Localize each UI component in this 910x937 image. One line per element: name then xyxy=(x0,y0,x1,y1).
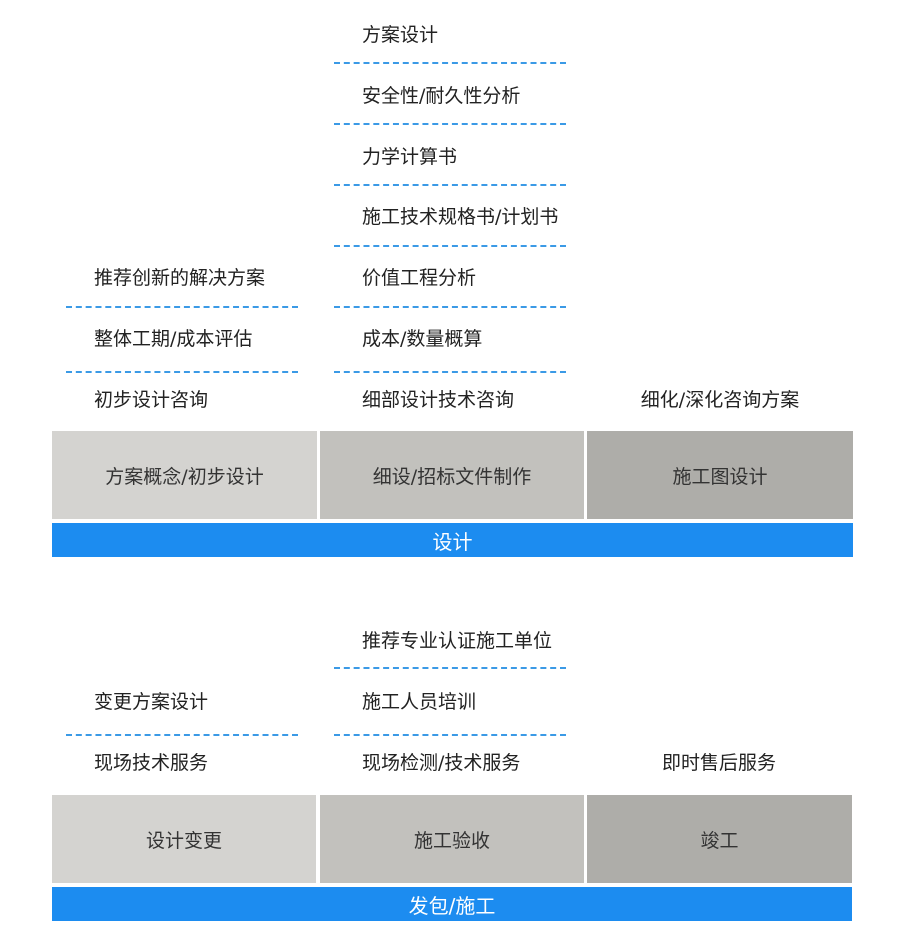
dashed-divider xyxy=(334,306,566,308)
phase-box: 施工图设计 xyxy=(587,431,853,519)
construction-service-item: 现场检测/技术服务 xyxy=(362,752,521,774)
design-service-item: 推荐创新的解决方案 xyxy=(94,267,266,289)
construction-service-item: 现场技术服务 xyxy=(94,752,209,774)
construction-service-item: 即时售后服务 xyxy=(661,752,776,774)
design-service-item: 力学计算书 xyxy=(362,146,458,168)
construction-service-item: 推荐专业认证施工单位 xyxy=(362,630,553,652)
phase-box: 施工验收 xyxy=(320,795,584,883)
design-service-item: 初步设计咨询 xyxy=(94,389,209,411)
design-service-item: 成本/数量概算 xyxy=(362,328,483,350)
dashed-divider xyxy=(66,306,298,308)
design-service-item: 施工技术规格书/计划书 xyxy=(362,206,559,228)
phase-box: 竣工 xyxy=(587,795,852,883)
design-service-item: 细化/深化咨询方案 xyxy=(640,389,800,411)
dashed-divider xyxy=(66,734,298,736)
design-service-item: 安全性/耐久性分析 xyxy=(362,85,521,107)
dashed-divider xyxy=(334,123,566,125)
dashed-divider xyxy=(66,371,298,373)
phase-box: 方案概念/初步设计 xyxy=(52,431,317,519)
stage-bar-design: 设计 xyxy=(52,521,853,557)
dashed-divider xyxy=(334,184,566,186)
dashed-divider xyxy=(334,245,566,247)
phase-box: 设计变更 xyxy=(52,795,316,883)
stage-bar-construction: 发包/施工 xyxy=(52,885,852,921)
design-service-item: 细部设计技术咨询 xyxy=(362,389,515,411)
design-service-item: 方案设计 xyxy=(362,24,439,46)
design-service-item: 价值工程分析 xyxy=(362,267,477,289)
dashed-divider xyxy=(334,371,566,373)
phase-box: 细设/招标文件制作 xyxy=(320,431,584,519)
dashed-divider xyxy=(334,734,566,736)
design-service-item: 整体工期/成本评估 xyxy=(94,328,253,350)
construction-service-item: 变更方案设计 xyxy=(94,691,209,713)
dashed-divider xyxy=(334,667,566,669)
construction-service-item: 施工人员培训 xyxy=(362,691,477,713)
dashed-divider xyxy=(334,62,566,64)
